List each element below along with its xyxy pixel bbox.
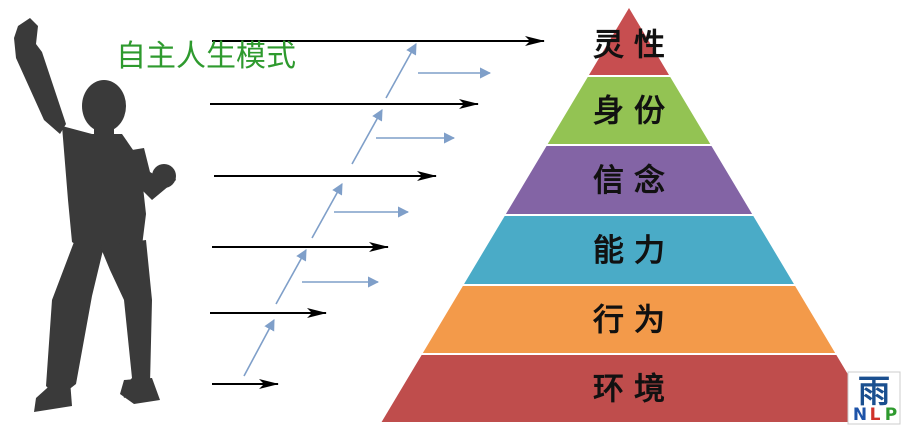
pyramid-label-4: 行为	[592, 303, 675, 339]
logo-letter-p: P	[885, 405, 897, 425]
pyramid-label-1: 身份	[593, 94, 675, 130]
blue-arrows	[243, 43, 492, 377]
pyramid-layer-3	[464, 216, 794, 284]
pyramid-layer-0	[588, 8, 670, 75]
logo-letter-n: N	[853, 405, 867, 425]
blue-diagonal-arrow-3	[311, 183, 343, 239]
pyramid-label-0: 灵性	[593, 28, 675, 64]
logo-character: 雨	[858, 372, 890, 410]
pyramid-layer-1	[547, 77, 711, 144]
pyramid-layer-4	[422, 286, 836, 353]
pyramid-layer-5	[381, 355, 877, 422]
black-arrows	[210, 36, 545, 389]
pyramid-layer-2	[505, 146, 753, 214]
logo-letter-l: L	[870, 405, 881, 425]
blue-diagonal-arrow-4	[351, 109, 383, 165]
blue-diagonal-arrow-5	[385, 43, 417, 99]
pyramid-label-5: 环境	[593, 372, 675, 408]
caption: 自主人生模式	[116, 39, 296, 74]
blue-diagonal-arrow-2	[275, 249, 307, 305]
pyramid-label-2: 信念	[593, 163, 675, 199]
blue-diagonal-arrow-1	[243, 319, 275, 377]
person-silhouette-icon	[14, 18, 176, 412]
rain-nlp-logo: 雨 N L P	[847, 371, 901, 425]
pyramid-label-3: 能力	[593, 233, 675, 269]
